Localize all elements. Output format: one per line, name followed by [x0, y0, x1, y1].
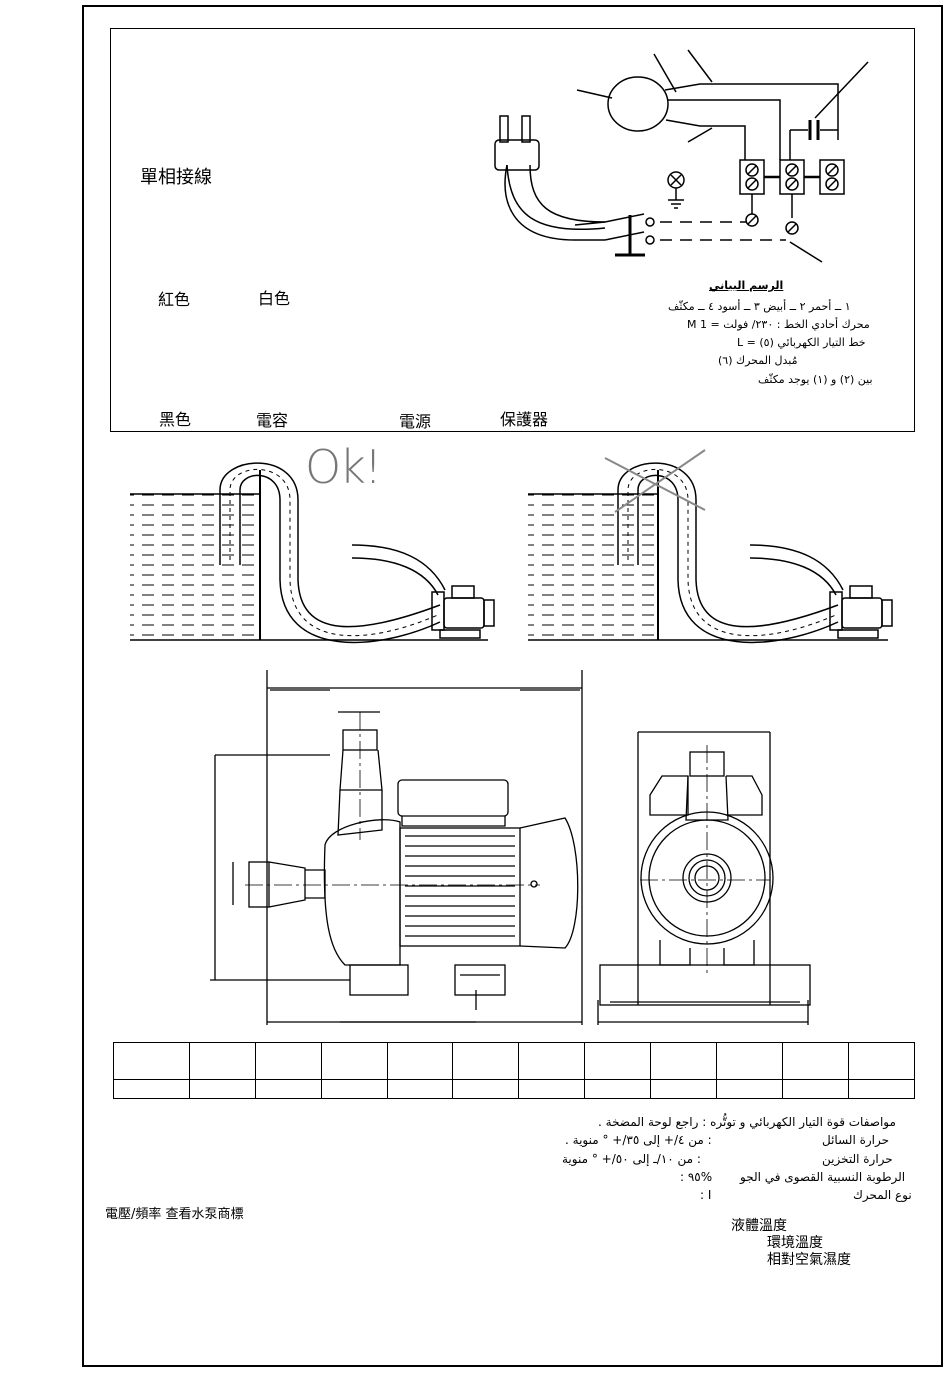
- table-cell: [386, 1042, 454, 1080]
- spec-storage-temp-value: : من ١٠/ـ إلى ٥٠/+ ° منوية: [562, 1152, 701, 1166]
- table-cell: [782, 1042, 849, 1080]
- table-cell: [113, 1079, 190, 1099]
- motor-symbol: [607, 76, 669, 132]
- spec-storage-temp-label: حرارة التخزين: [822, 1152, 893, 1166]
- table-cell: [782, 1079, 849, 1099]
- table-row: [113, 1079, 916, 1099]
- table-cell: [188, 1079, 256, 1099]
- table-cell: [452, 1079, 520, 1099]
- label-protector: 保護器: [500, 410, 549, 429]
- table-row: [113, 1042, 916, 1080]
- table-cell: [650, 1079, 718, 1099]
- table-cell: [518, 1079, 586, 1099]
- spec-power-line: مواصفات قوة التيار الكهربائي و توتُّره :…: [598, 1115, 896, 1129]
- table-cell: [320, 1079, 388, 1099]
- label-red: 紅色: [158, 290, 191, 309]
- spec-humidity-label: الرطوبة النسبية القصوى في الجو: [740, 1170, 906, 1184]
- table-cell: [254, 1079, 322, 1099]
- spec-voltage-zh: 電壓/頻率 查看水泵商標: [105, 1207, 244, 1222]
- spec-humidity-zh: 相對空氣濕度: [767, 1252, 851, 1268]
- label-white: 白色: [258, 289, 291, 308]
- page-frame: [82, 5, 943, 1367]
- spec-motor-type-value: : I: [700, 1188, 712, 1202]
- table-cell: [650, 1042, 718, 1080]
- table-cell: [716, 1042, 784, 1080]
- table-cell: [386, 1079, 454, 1099]
- spec-liquid-temp-zh: 液體溫度: [731, 1218, 787, 1234]
- table-cell: [113, 1042, 190, 1080]
- legend-line-2: M 1 = محرك أحادي الخط : ٢٣٠/ فولت: [687, 318, 870, 331]
- table-cell: [188, 1042, 256, 1080]
- table-cell: [584, 1042, 652, 1080]
- table-cell: [452, 1042, 520, 1080]
- table-cell: [847, 1042, 916, 1080]
- table-cell: [320, 1042, 388, 1080]
- table-cell: [584, 1079, 652, 1099]
- spec-motor-type-label: نوع المحرك: [853, 1188, 912, 1202]
- spec-ambient-temp-zh: 環境溫度: [767, 1235, 823, 1251]
- spec-liquid-temp-value: : من ٤/+ إلى ٣٥/+ ° منوية .: [565, 1133, 712, 1147]
- legend-line-4: مُبدل المحرك (٦): [718, 354, 798, 367]
- ok-label: Ok!: [305, 440, 382, 494]
- label-black: 黑色: [159, 410, 192, 429]
- table-cell: [518, 1042, 586, 1080]
- legend-line-1: ١ ــ أحمر ٢ ــ أبيض ٣ ــ أسود ٤ ــ مكثّف: [668, 300, 851, 313]
- legend-line-3: L = خط التيار الكهربائي (٥): [737, 336, 866, 349]
- spec-liquid-temp-label: حرارة السائل: [822, 1133, 890, 1147]
- legend-heading: الرسم البياني: [709, 279, 784, 292]
- spec-humidity-value: : ٩٥%: [680, 1170, 713, 1184]
- label-capacitor: 電容: [256, 411, 289, 430]
- cross-mark-icon: [604, 449, 706, 513]
- table-cell: [847, 1079, 916, 1099]
- table-cell: [716, 1079, 784, 1099]
- wiring-title: 單相接線: [140, 167, 212, 188]
- label-power: 電源: [399, 412, 432, 431]
- wiring-diagram-panel: [110, 28, 915, 432]
- legend-line-5: بين (٢) و (١) يوجد مكثّف: [758, 373, 873, 386]
- table-cell: [254, 1042, 322, 1080]
- dimensions-table: [113, 1042, 916, 1099]
